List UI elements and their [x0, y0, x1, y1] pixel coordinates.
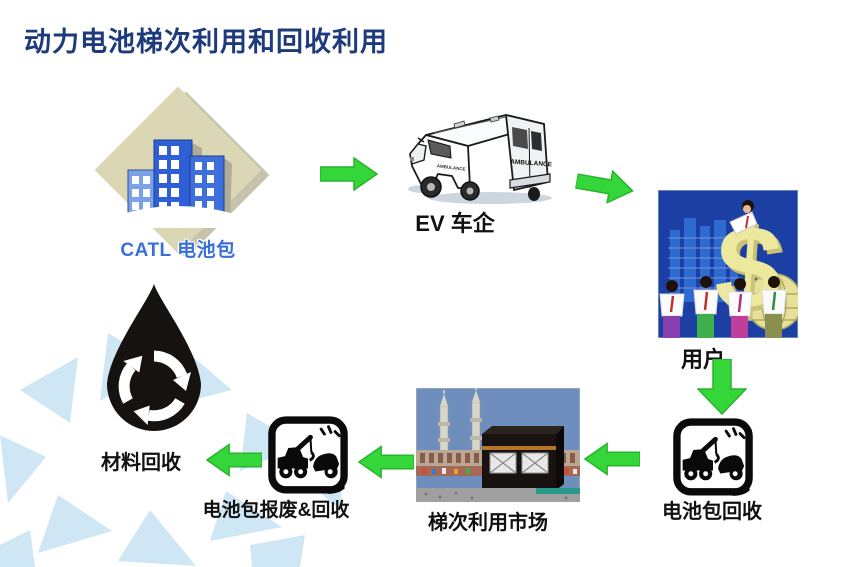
ambulance-rear-text: AMBULANCE — [510, 159, 553, 169]
oil-drop-recycle-icon — [107, 284, 201, 431]
tow-truck-icon — [673, 418, 753, 496]
material-recycle-label: 材料回收 — [101, 452, 181, 474]
ambulance-illustration: AMBULANCE AMBULANCE — [408, 114, 553, 204]
arrow-user-to-battery-recycle — [697, 359, 747, 415]
page-title: 动力电池梯次利用和回收利用 — [24, 27, 388, 57]
ambulance-side-text: AMBULANCE — [436, 163, 465, 171]
users-dollar-illustration: $ $ — [658, 190, 798, 338]
catl-buildings-illustration — [126, 139, 232, 228]
arrow-catl-to-ev — [320, 157, 378, 191]
kaaba-market-illustration — [416, 388, 580, 502]
tow-truck-icon — [268, 416, 348, 494]
scrap-recycle-label: 电池包报废&回收 — [202, 500, 350, 521]
arrow-market-to-scrap — [358, 445, 414, 479]
catl-label: CATL 电池包 — [120, 240, 236, 261]
battery-recycle-label: 电池包回收 — [662, 501, 762, 523]
arrow-scrap-to-material — [206, 443, 262, 477]
market-label: 梯次利用市场 — [428, 512, 548, 534]
walking-people — [659, 276, 787, 338]
ev-label: EV 车企 — [415, 211, 495, 236]
arrow-ev-to-user — [574, 169, 634, 204]
arrow-battery-recycle-to-market — [584, 442, 640, 476]
recycle-arrows — [118, 350, 191, 426]
